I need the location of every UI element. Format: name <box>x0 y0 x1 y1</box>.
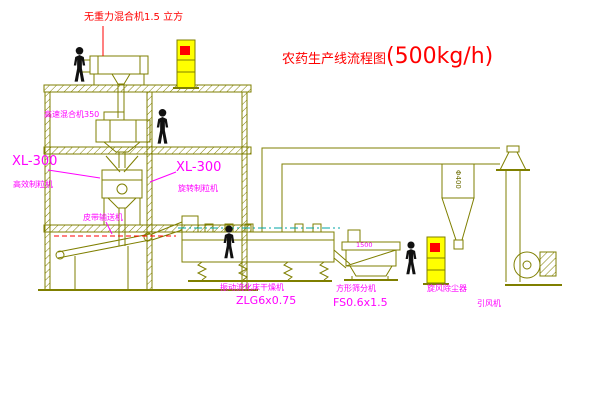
control-cabinet-2 <box>423 236 449 285</box>
label-granulator-right-model: XL-300 <box>176 160 222 175</box>
operator-figure <box>73 46 86 82</box>
operator-figure <box>405 241 417 275</box>
label-sifter-name: 方形筛分机 <box>336 284 376 293</box>
label-cyclone-dust-collector: 旋风除尘器 <box>427 284 467 293</box>
square-sifter <box>341 229 401 281</box>
label-granulator-left-model: XL-300 <box>12 154 58 169</box>
label-gravity-mixer: 无重力混合机1.5 立方 <box>84 12 184 23</box>
exhaust-duct <box>261 147 500 232</box>
title-capacity: (500kg/h) <box>386 44 494 69</box>
label-induced-fan: 引风机 <box>477 299 501 308</box>
exhaust-stack <box>496 145 530 282</box>
label-sifter-dimension: 1500 <box>356 241 373 249</box>
cyclone-separator <box>441 163 475 250</box>
label-dryer-model: ZLG6x0.75 <box>236 294 297 307</box>
control-cabinet-1 <box>173 39 199 89</box>
label-granulator-left-name: 高效制粒机 <box>13 180 53 189</box>
operator-figure <box>156 108 169 144</box>
belt-conveyor <box>55 221 183 290</box>
high-speed-mixer <box>95 111 151 168</box>
label-high-speed-mixer: 高速混合机350 <box>44 110 100 119</box>
label-belt-conveyor: 皮带输送机 <box>83 213 123 222</box>
label-granulator-right-name: 旋转制粒机 <box>178 184 218 193</box>
induced-draft-fan <box>505 251 562 286</box>
diagram-title: 农药生产线流程图(500kg/h) <box>282 44 493 69</box>
label-sifter-model: FS0.6x1.5 <box>333 296 388 309</box>
label-dryer-name: 振动流化床干燥机 <box>220 283 284 292</box>
title-text: 农药生产线流程图 <box>282 52 387 67</box>
leader-lines <box>47 26 177 235</box>
label-cyclone-dimension: Φ400 <box>454 170 462 189</box>
